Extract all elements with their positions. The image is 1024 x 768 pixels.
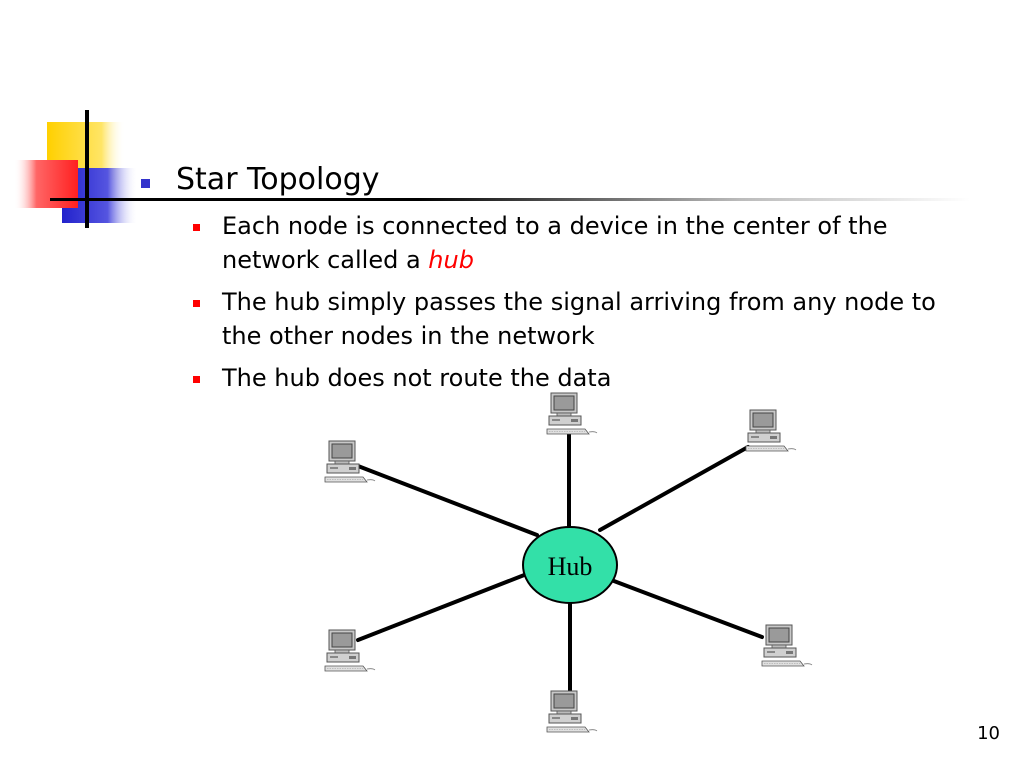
computer-top-icon [546,392,598,435]
decor-vertical-bar [85,110,89,228]
page-number: 10 [977,723,1000,744]
title-bullet-icon [141,179,150,188]
link-lower-left [356,568,539,642]
connection-lines [356,430,764,695]
title-bullet-square [141,179,150,188]
slide-title: Star Topology [176,162,380,197]
bullet-square [193,224,200,231]
bullet-text: Each node is connected to a device in th… [222,212,888,274]
hub-ellipse [522,526,618,604]
list-item: Each node is connected to a device in th… [192,209,982,277]
computer-lower-right-icon [761,624,813,667]
bullet-icon [193,376,200,383]
bullet-text: The hub simply passes the signal arrivin… [222,288,936,350]
list-item: The hub does not route the data [192,361,982,395]
computer-upper-left-icon [324,440,376,483]
computer-bottom-icon [546,690,598,733]
bullet-icon [193,300,200,307]
link-upper-left [356,464,539,537]
bullet-icon [193,224,200,231]
bullet-square [193,376,200,383]
hub: Hub [522,526,618,604]
title-underline [50,198,970,201]
bullet-text: The hub does not route the data [222,364,612,392]
bullet-list: Each node is connected to a device in th… [192,209,982,403]
hub-term: hub [428,246,474,274]
hub-label: Hub [548,552,593,581]
link-lower-right [604,576,764,639]
bullet-square [193,300,200,307]
computer-top-right-icon [745,409,797,452]
list-item: The hub simply passes the signal arrivin… [192,285,982,353]
link-top-right [598,445,750,532]
